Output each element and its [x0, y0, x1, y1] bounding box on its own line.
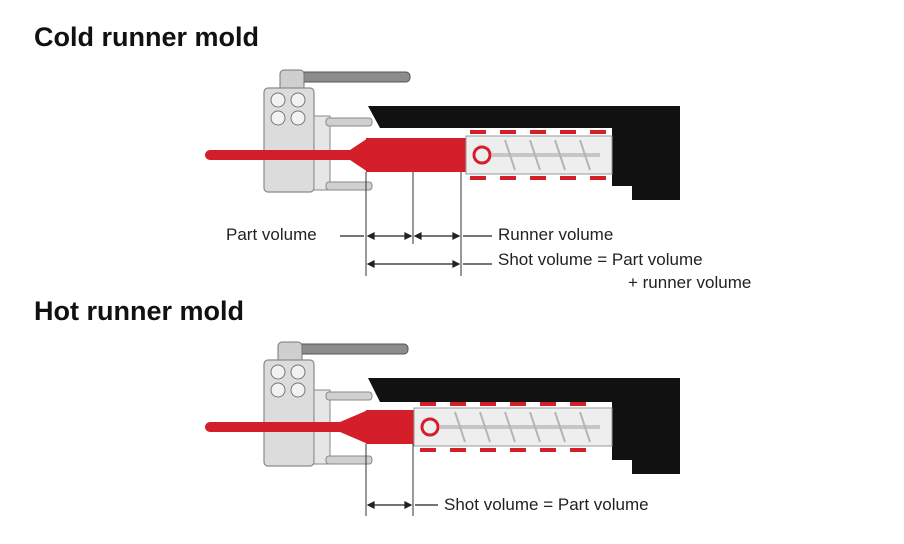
cold-injection-unit — [205, 69, 680, 276]
cold-shot-volume-label-cont: + runner volume — [628, 273, 752, 292]
cold-shot-volume-label: Shot volume = Part volume — [498, 250, 703, 269]
cold-part-volume-label: Part volume — [226, 225, 317, 244]
hot-injection-unit — [205, 341, 680, 516]
hot-runner-title: Hot runner mold — [34, 296, 244, 326]
cold-dimension-lines — [340, 232, 492, 268]
cold-runner-volume-label: Runner volume — [498, 225, 614, 244]
cold-runner-title: Cold runner mold — [34, 22, 259, 52]
hot-shot-volume-label: Shot volume = Part volume — [444, 495, 649, 514]
hot-dimension-lines — [366, 501, 438, 509]
